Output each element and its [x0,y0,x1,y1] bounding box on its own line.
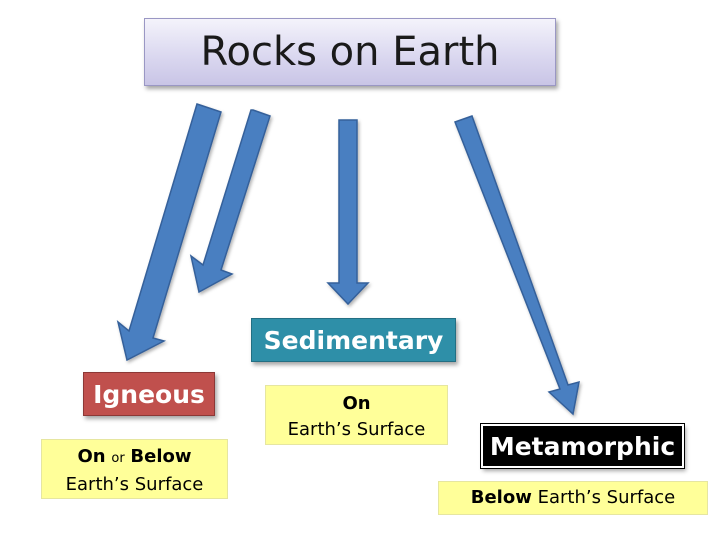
arrow-to-igneous-secondary [189,109,271,294]
sedimentary-location-bold: On [342,393,371,414]
sedimentary-location-note: On Earth’s Surface [265,385,448,445]
sedimentary-label: Sedimentary [251,318,456,362]
metamorphic-location-text: Earth’s Surface [537,487,676,508]
arrow-to-igneous [116,103,222,362]
diagram-title: Rocks on Earth [144,18,556,86]
igneous-location-text: Earth’s Surface [65,474,204,495]
sedimentary-location-text: Earth’s Surface [287,419,426,440]
igneous-location-connector: or [111,451,125,466]
igneous-location-bold-on: On [77,446,106,467]
igneous-location-bold-below: Below [130,446,192,467]
metamorphic-location-note: Below Earth’s Surface [438,481,708,515]
igneous-label: Igneous [83,372,215,416]
igneous-location-note: On or Below Earth’s Surface [41,439,228,499]
metamorphic-label: Metamorphic [480,423,685,469]
arrow-to-sedimentary [326,119,370,306]
metamorphic-location-bold: Below [470,487,532,508]
arrow-to-metamorphic [454,115,580,416]
